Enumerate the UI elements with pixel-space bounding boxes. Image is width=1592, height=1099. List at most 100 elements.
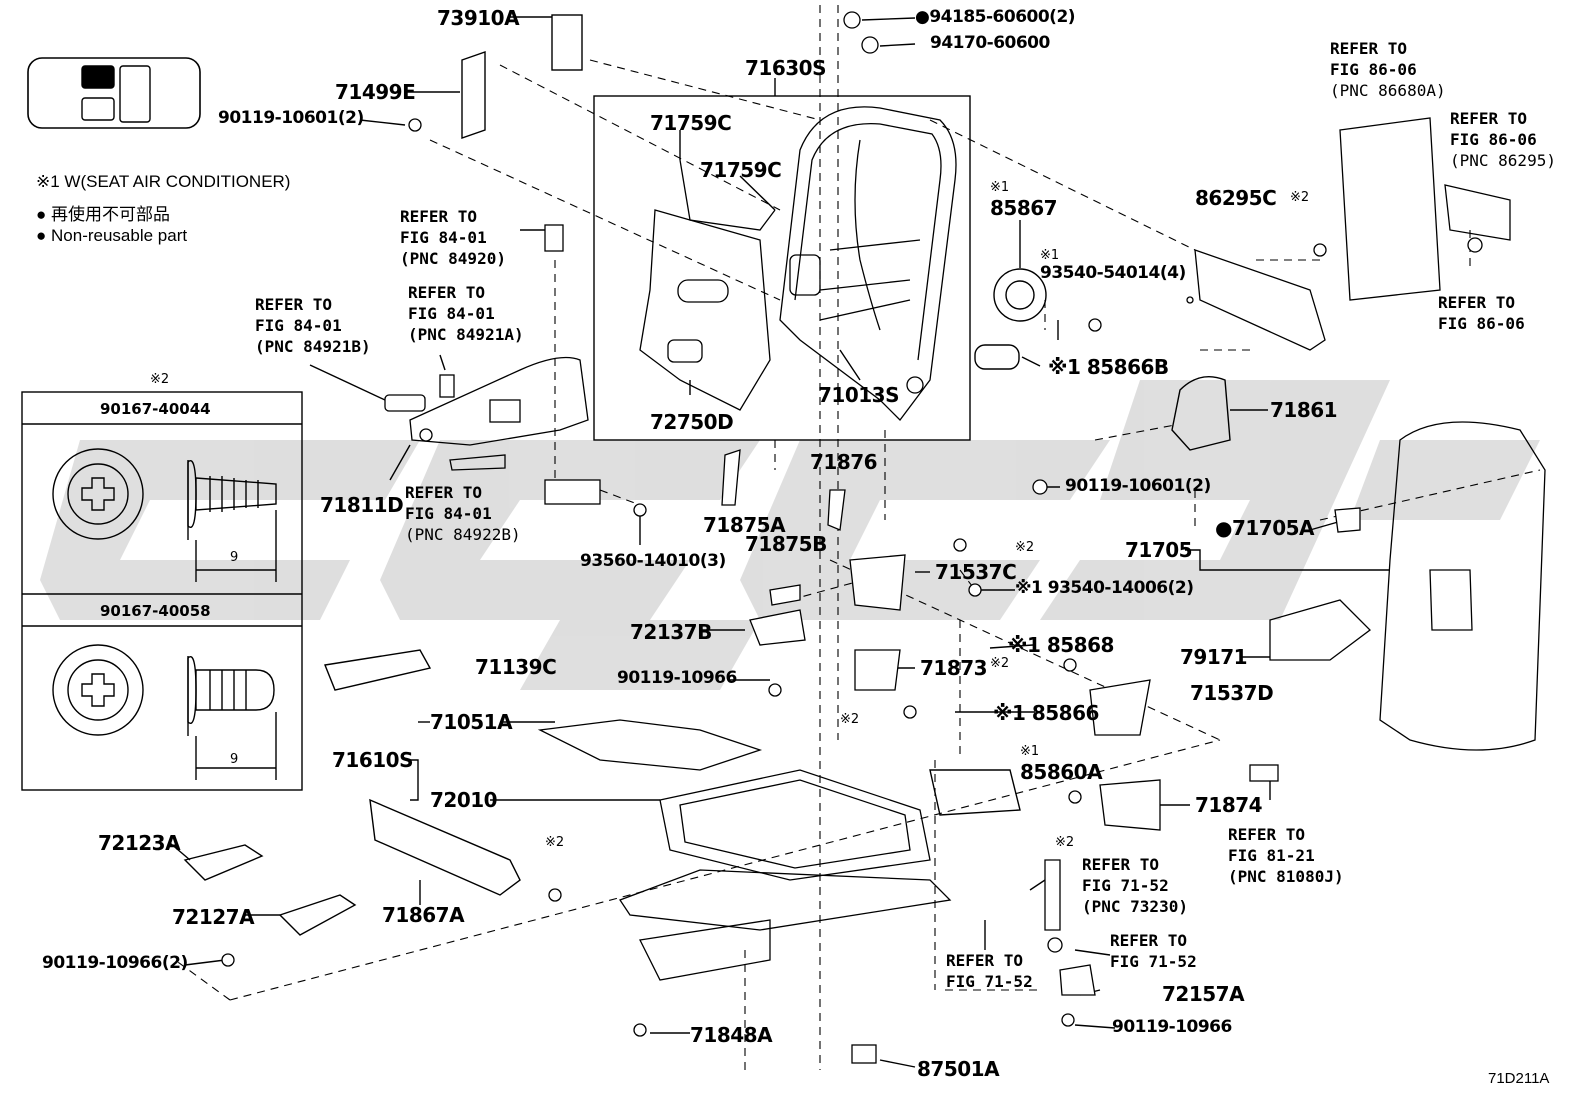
bullet-icon: ● [36, 226, 47, 245]
part-label-71759c-b[interactable]: 71759C [700, 158, 782, 182]
part-label-71759c-a[interactable]: 71759C [650, 111, 732, 135]
blower-85860a-part [929, 769, 1021, 816]
cover-71875a-part [721, 449, 741, 506]
seat-position-icon [27, 57, 201, 129]
part-label-86295c[interactable]: 86295C [1195, 186, 1277, 210]
part-label-90119-10601-2b[interactable]: 90119-10601(2) [1065, 476, 1211, 496]
watermark-logo [40, 380, 1540, 690]
part-label-72010[interactable]: 72010 [430, 788, 498, 812]
fastener-b-part-number[interactable]: 90167-40058 [100, 602, 211, 620]
fastener-box [21, 391, 303, 791]
bolt-90119-10966b-part [1061, 1013, 1075, 1027]
duct-85866b-part [974, 344, 1020, 370]
part-mark-93540-54014: ※1 [1040, 248, 1060, 263]
bracket-71874-part [1099, 779, 1161, 831]
part-label-85866[interactable]: ※1 85866 [993, 701, 1099, 725]
fastener-box-mark: ※2 [150, 372, 170, 387]
nut-71-52-part [1047, 937, 1063, 953]
seat-cushion-frame-part [537, 719, 952, 981]
part-label-71875a[interactable]: 71875A [703, 513, 786, 537]
part-label-71848a[interactable]: 71848A [690, 1023, 773, 1047]
clip-85866-part [903, 705, 917, 719]
part-label-71630s[interactable]: 71630S [745, 56, 826, 80]
legend-en-text: Non-reusable part [51, 226, 188, 245]
part-label-71705a[interactable]: ●71705A [1215, 516, 1315, 540]
part-label-71537c[interactable]: 71537C [935, 560, 1017, 584]
part-label-71013s[interactable]: 71013S [818, 383, 899, 407]
part-label-90119-10966-2[interactable]: 90119-10966(2) [42, 953, 188, 973]
part-label-90119-10966-b[interactable]: 90119-10966 [1112, 1017, 1232, 1037]
part-label-71051a[interactable]: 71051A [430, 710, 513, 734]
bolt-90119-10966-2-part [221, 953, 235, 967]
part-label-71499e[interactable]: 71499E [335, 80, 416, 104]
part-label-85860a[interactable]: 85860A [1020, 760, 1103, 784]
clip-71705a-part [1334, 507, 1361, 533]
cover-72123a-part [183, 844, 264, 881]
clip-86-06-part [1467, 237, 1483, 253]
screw-93540-54014-part [1088, 318, 1102, 332]
part-label-93560[interactable]: 93560-14010(3) [580, 551, 726, 571]
part-label-71537d[interactable]: 71537D [1190, 681, 1274, 705]
cover-72127a-part [278, 894, 357, 936]
part-label-71873[interactable]: 71873 [920, 656, 988, 680]
screw-93540-14006-part [968, 583, 982, 597]
part-label-85867[interactable]: 85867 [990, 196, 1058, 220]
part-label-90119-10966-a[interactable]: 90119-10966 [617, 668, 737, 688]
part-label-85866b[interactable]: ※1 85866B [1048, 355, 1169, 379]
part-label-72127a[interactable]: 72127A [172, 905, 255, 929]
part-label-93540-14006[interactable]: ※1 93540-14006(2) [1015, 578, 1194, 598]
bracket-71499e-part [461, 51, 486, 139]
part-label-72123a[interactable]: 72123A [98, 831, 181, 855]
part-label-71811d[interactable]: 71811D [320, 493, 404, 517]
bolt-90119-10601-part [408, 118, 422, 132]
legend-jp-text: 再使用不可部品 [51, 205, 171, 224]
part-label-71876[interactable]: 71876 [810, 450, 878, 474]
part-label-72157a[interactable]: 72157A [1162, 982, 1245, 1006]
part-label-94185[interactable]: ●94185-60600(2) [915, 7, 1076, 27]
legend-non-reusable-jp: ● 再使用不可部品 [36, 200, 170, 225]
part-label-94170[interactable]: 94170-60600 [930, 33, 1050, 53]
part-label-72137b[interactable]: 72137B [630, 620, 712, 644]
cover-72157a-part [1059, 964, 1096, 996]
part-label-71875b[interactable]: 71875B [745, 532, 827, 556]
part-label-79171[interactable]: 79171 [1180, 645, 1248, 669]
part-label-71705[interactable]: 71705 [1125, 538, 1193, 562]
part-label-90119-10601-2a[interactable]: 90119-10601(2) [218, 108, 364, 128]
part-label-71861[interactable]: 71861 [1270, 398, 1338, 422]
seatback-panel-part [639, 159, 776, 411]
bolt-90119-10601b-part [1032, 479, 1048, 495]
part-label-85868[interactable]: ※1 85868 [1008, 633, 1114, 657]
part-label-71610s[interactable]: 71610S [332, 748, 413, 772]
part-label-93540-54014[interactable]: 93540-54014(4) [1040, 263, 1186, 283]
harness-87501a-part [851, 1044, 877, 1064]
part-label-71139c[interactable]: 71139C [475, 655, 557, 679]
fastener-b-dimension: 9 [230, 752, 239, 767]
part-label-71874[interactable]: 71874 [1195, 793, 1263, 817]
clip-86295c-part [1313, 243, 1327, 257]
part-mark-71874: ※2 [1055, 835, 1075, 850]
figure-id: 71D211A [1488, 1070, 1550, 1087]
part-label-71867a[interactable]: 71867A [382, 903, 465, 927]
part-label-72750d[interactable]: 72750D [650, 410, 734, 434]
fastener-a-part-number[interactable]: 90167-40044 [100, 400, 211, 418]
sensor-81080j-part [1249, 764, 1279, 782]
part-label-73910a[interactable]: 73910A [437, 6, 520, 30]
cover-71875b-part [769, 584, 801, 606]
seatback-frame-box [593, 95, 971, 441]
headrest-guide-71861-part [1171, 376, 1231, 451]
nut-94185-part [843, 11, 861, 29]
part-label-87501a[interactable]: 87501A [917, 1057, 1000, 1081]
